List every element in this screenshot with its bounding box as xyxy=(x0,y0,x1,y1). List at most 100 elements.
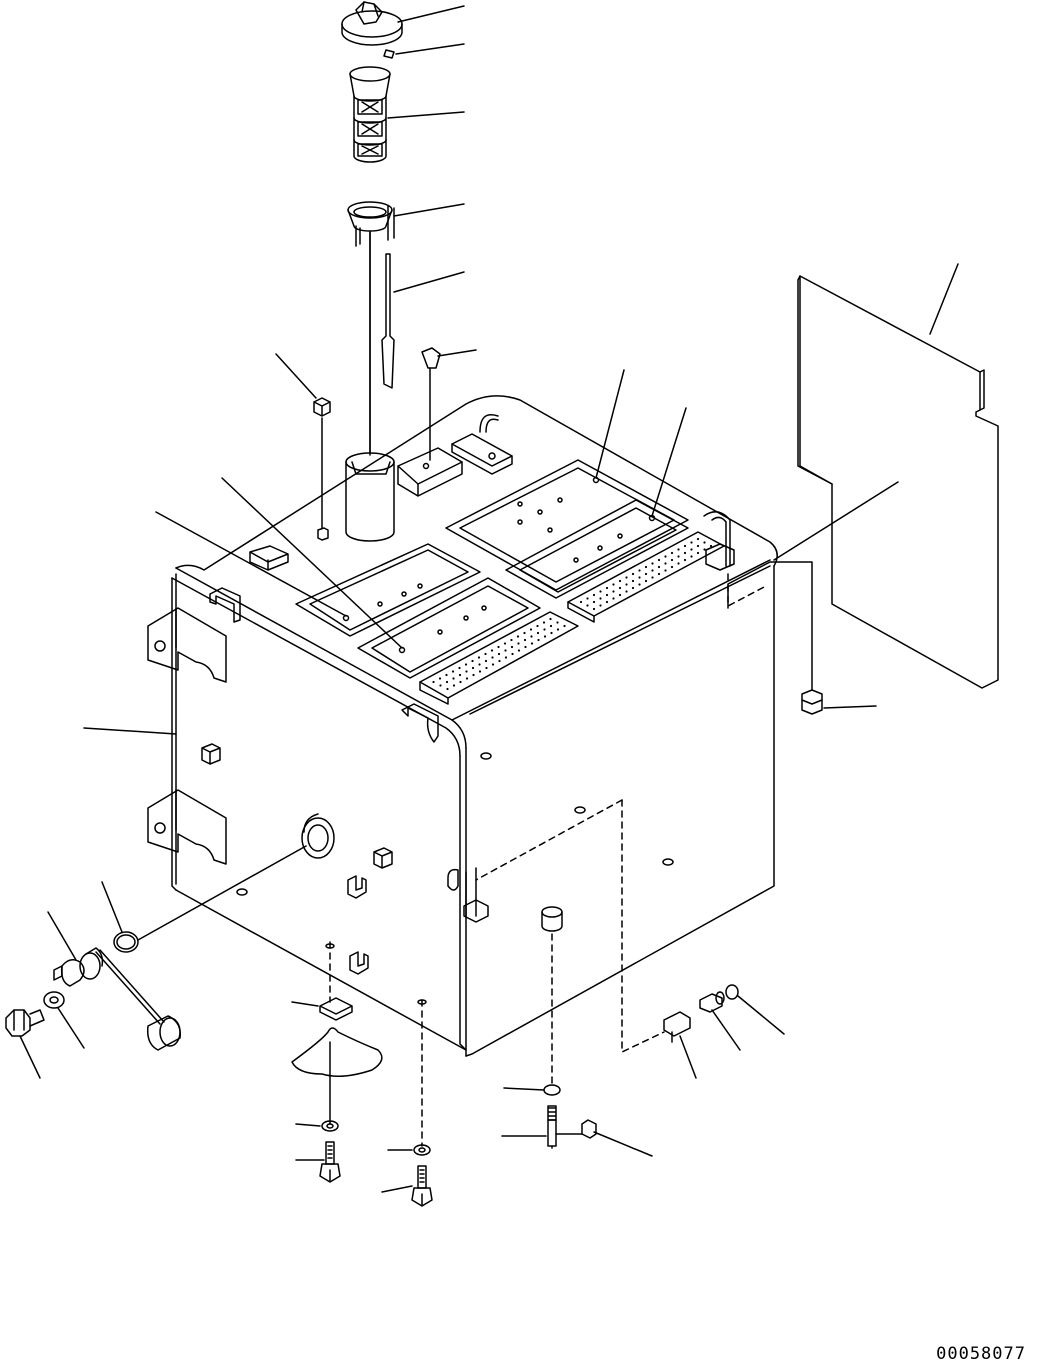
perforation-dot xyxy=(517,649,521,652)
perforation-dot xyxy=(638,576,641,579)
perforation-dot xyxy=(625,590,628,593)
leader-line xyxy=(102,882,122,932)
cover-plate-front-left xyxy=(296,544,480,636)
leader-line xyxy=(652,408,686,516)
dashed-connector xyxy=(476,800,622,880)
nipple xyxy=(700,992,724,1012)
perforation-dot xyxy=(709,544,713,548)
perforation-dot xyxy=(445,680,449,684)
clip xyxy=(348,876,368,974)
dashed-connector xyxy=(728,574,766,606)
perforation-dot xyxy=(452,684,456,687)
perforation-dot xyxy=(458,666,461,670)
perforation-dot xyxy=(438,677,442,680)
mounting-bracket-upper xyxy=(148,608,226,682)
perforation-dot xyxy=(657,565,661,569)
perforation-dot xyxy=(618,579,622,583)
perforation-dot xyxy=(536,631,540,635)
perforation-dot xyxy=(459,680,462,684)
leader-line xyxy=(396,44,464,54)
perforation-dot xyxy=(618,593,622,597)
mounting-holes xyxy=(237,753,673,895)
perforation-dot xyxy=(511,652,514,656)
o-ring xyxy=(726,985,738,999)
perforation-dot xyxy=(592,593,596,597)
perforation-dot xyxy=(625,576,628,579)
leader-line xyxy=(438,350,476,356)
perforation-dot xyxy=(458,673,462,677)
leader-line xyxy=(596,370,624,478)
perforation-dot xyxy=(657,572,661,576)
perforation-dot xyxy=(530,635,533,638)
perforation-dot xyxy=(529,628,533,631)
cover-plate-front-right xyxy=(358,578,540,678)
drain-valve xyxy=(542,907,596,1148)
tank-body xyxy=(172,396,777,1056)
leader-line xyxy=(738,996,784,1034)
perforation-dot xyxy=(690,555,693,558)
leader-line xyxy=(504,1088,544,1090)
perforation-dot xyxy=(550,631,553,635)
perforation-dot xyxy=(690,548,693,551)
perforation-dot xyxy=(599,604,602,607)
clip xyxy=(664,1012,690,1042)
perforation-dot xyxy=(497,652,501,656)
perforation-dot xyxy=(644,572,648,576)
level-gauge-stick xyxy=(370,232,394,455)
perforation-dot xyxy=(651,576,654,579)
perforation-dot xyxy=(451,670,455,673)
perforation-dot xyxy=(516,635,520,638)
perforation-dot xyxy=(644,579,648,583)
perforation-dot xyxy=(625,583,628,586)
perforation-dot xyxy=(651,569,654,572)
leader-line xyxy=(276,354,316,398)
leader-line xyxy=(20,1036,40,1078)
cover-plate-rear-right xyxy=(506,500,688,598)
perforation-dot xyxy=(452,677,455,680)
perforation-dot xyxy=(478,663,481,666)
side-panel xyxy=(798,276,998,688)
perforation-dot xyxy=(490,649,494,652)
perforation-dot xyxy=(612,590,615,593)
perforation-dot xyxy=(586,597,589,600)
washer xyxy=(44,992,64,1008)
perforation-dot xyxy=(472,673,475,677)
perforation-dot xyxy=(491,656,494,659)
perforation-dot xyxy=(542,621,546,624)
o-ring xyxy=(114,932,138,952)
perforation-dot xyxy=(445,673,448,677)
perforation-dot xyxy=(523,638,527,642)
perforation-dot xyxy=(696,544,700,548)
perforation-dot xyxy=(523,631,526,635)
protector-plate-right xyxy=(568,532,724,622)
perforation-dot xyxy=(592,607,596,611)
perforation-dot xyxy=(670,558,674,562)
plug xyxy=(202,744,392,868)
perforation-dot xyxy=(696,537,700,541)
leader-line xyxy=(58,1008,84,1048)
perforation-dot xyxy=(579,600,583,604)
perforation-dot xyxy=(612,583,615,586)
leader-line xyxy=(930,264,958,334)
filler-cap xyxy=(342,2,402,45)
fuel-level-sensor xyxy=(54,948,180,1050)
perforation-dot xyxy=(477,656,481,659)
perforation-dot xyxy=(618,586,622,590)
perforation-dot xyxy=(464,663,468,666)
perforation-dot xyxy=(491,663,495,666)
perforation-dot xyxy=(484,659,488,663)
perforation-dot xyxy=(510,638,513,642)
strainer xyxy=(350,67,390,162)
leader-line xyxy=(222,478,402,648)
perforation-dot xyxy=(683,551,687,555)
perforation-dot xyxy=(543,628,546,631)
breather-valve xyxy=(422,348,440,460)
perforation-dot xyxy=(543,635,547,638)
perforation-dot xyxy=(664,569,667,572)
leader-line xyxy=(680,1036,696,1078)
perforation-dot xyxy=(556,621,559,624)
leader-line xyxy=(48,912,76,960)
sensor-flange xyxy=(302,814,334,858)
perforation-dot xyxy=(485,666,488,670)
